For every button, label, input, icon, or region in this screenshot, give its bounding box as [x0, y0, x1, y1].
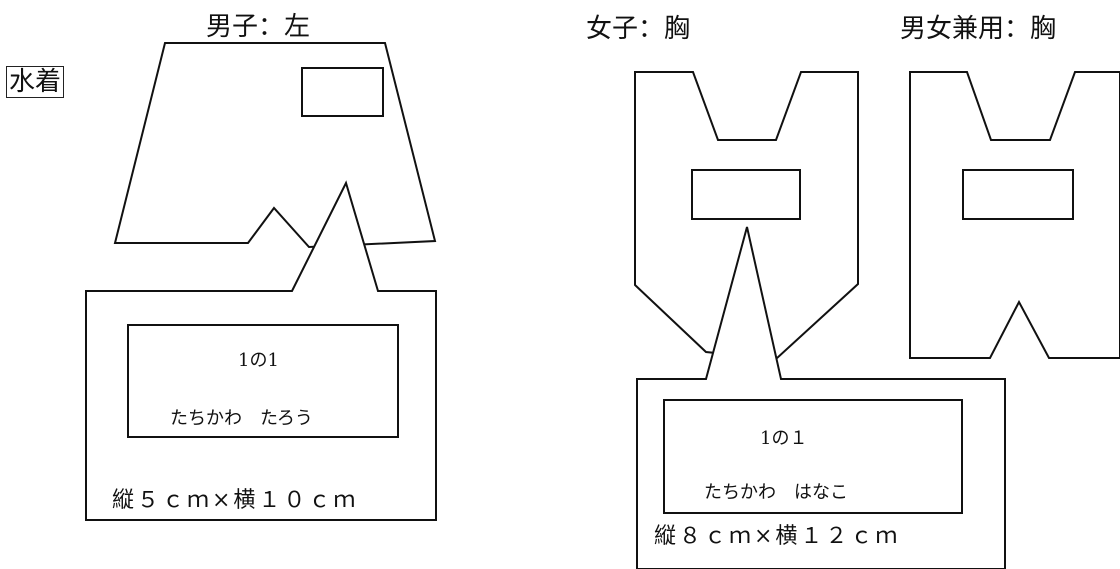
- girls-label-name: たちかわ はなこ: [704, 482, 848, 503]
- girls-name-patch: [691, 169, 801, 220]
- girls-label-box: [663, 399, 963, 514]
- girls-size-text: 縦８ｃｍ×横１２ｃｍ: [654, 524, 901, 549]
- swimsuit-tag: 水着: [6, 66, 65, 98]
- girls-header: 女子：胸: [586, 14, 691, 44]
- boys-name-patch: [301, 67, 384, 117]
- boys-label-box: [127, 324, 399, 438]
- boys-label-name: たちかわ たろう: [170, 408, 313, 429]
- unisex-header: 男女兼用：胸: [900, 14, 1057, 44]
- unisex-name-patch: [962, 169, 1074, 220]
- boys-label-class: 1の1: [238, 350, 279, 371]
- boys-size-text: 縦５ｃｍ×横１０ｃｍ: [112, 488, 359, 513]
- girls-label-class: 1の１: [760, 428, 808, 449]
- boys-trunks-outline: [113, 42, 437, 249]
- boys-header: 男子：左: [206, 12, 311, 42]
